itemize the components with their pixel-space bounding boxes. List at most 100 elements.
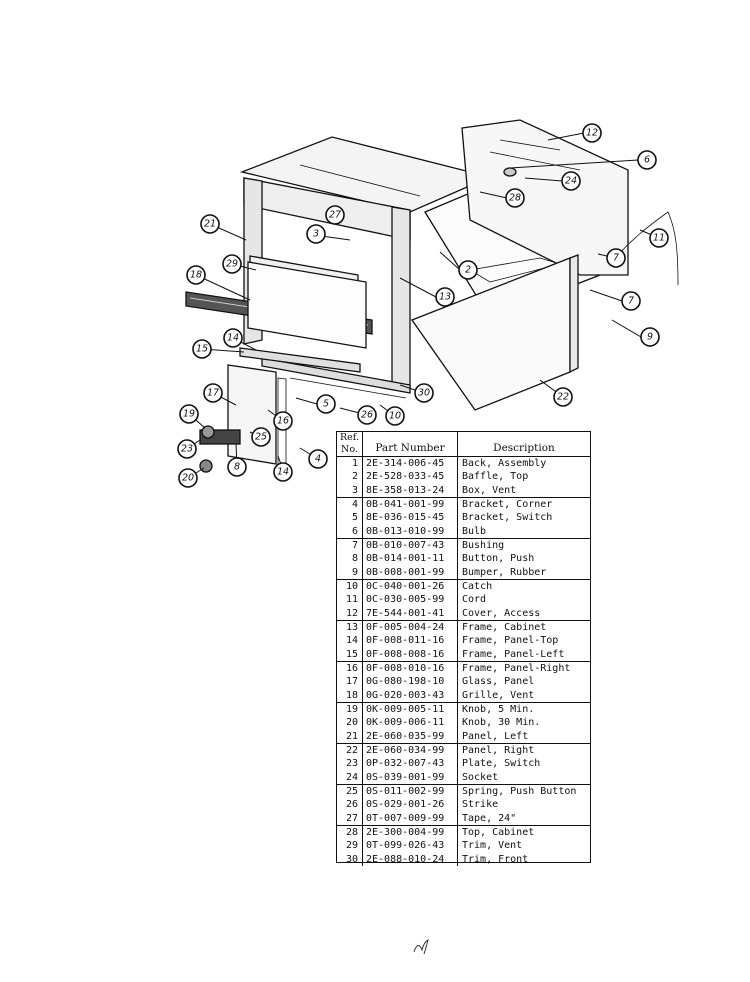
part-number-cell: 0S-011-002-99 (363, 785, 458, 799)
svg-text:15: 15 (196, 344, 208, 355)
callout-28: 28 (505, 188, 525, 208)
part-number-cell: 0C-030-005-99 (363, 593, 458, 607)
callout-24: 24 (561, 171, 581, 191)
part-number-cell: 0F-005-004-24 (363, 621, 458, 635)
part-number-cell: 7E-544-001-41 (363, 606, 458, 620)
part-number-cell: 0K-009-005-11 (363, 703, 458, 717)
part-number-cell: 0G-020-003-43 (363, 688, 458, 702)
svg-text:16: 16 (277, 416, 289, 427)
part-number-cell: 0B-014-001-11 (363, 552, 458, 566)
ref-no-cell: 2 (337, 470, 363, 484)
right-panel-22 (410, 254, 579, 411)
part-number-cell: 8E-036-015-45 (363, 511, 458, 525)
ref-no-cell: 9 (337, 565, 363, 579)
svg-text:14: 14 (277, 467, 289, 478)
callout-27: 27 (325, 205, 345, 225)
ref-no-cell: 29 (337, 839, 363, 853)
knob-20 (199, 459, 213, 473)
ref-no-cell: 10 (337, 580, 363, 594)
bulb-socket-6-24 (503, 167, 517, 177)
callout-4: 4 (308, 449, 328, 469)
description-cell: Back, Assembly (462, 458, 547, 469)
description-cell: Button, Push (462, 553, 535, 565)
svg-text:26: 26 (361, 410, 373, 421)
description-cell: Bumper, Rubber (462, 566, 547, 578)
svg-text:18: 18 (190, 270, 202, 281)
callout-13: 13 (435, 287, 455, 307)
callout-14b: 14 (273, 462, 293, 482)
ref-no-cell: 1 (337, 457, 363, 471)
part-number-cell: 2E-060-035-99 (363, 729, 458, 743)
svg-text:12: 12 (586, 128, 598, 139)
svg-text:25: 25 (255, 432, 267, 443)
description-cell: Trim, Vent (462, 840, 523, 852)
svg-text:2: 2 (465, 265, 471, 276)
access-cover-12 (461, 119, 629, 276)
svg-text:27: 27 (329, 210, 341, 221)
ref-no-cell: 25 (337, 785, 363, 799)
part-number-cell: 0T-099-026-43 (363, 839, 458, 853)
panel-frame-14-15-16 (239, 261, 367, 373)
callout-19: 19 (179, 404, 199, 424)
description-cell: Cord (462, 594, 487, 606)
part-number-cell: 0B-041-001-99 (363, 498, 458, 512)
callout-14a: 14 (223, 328, 243, 348)
ref-no-cell: 13 (337, 621, 363, 635)
ref-no-cell: 24 (337, 770, 363, 784)
description-cell: Bulb (462, 525, 487, 537)
callout-26: 26 (357, 405, 377, 425)
ref-no-cell: 17 (337, 675, 363, 689)
svg-text:6: 6 (644, 155, 650, 166)
callout-16: 16 (273, 411, 293, 431)
callout-18: 18 (186, 265, 206, 285)
ref-header-line2: No. (341, 444, 358, 455)
description-cell: Baffle, Top (462, 471, 529, 483)
ref-no-cell: 15 (337, 647, 363, 661)
ref-no-header: Ref. No. (337, 432, 363, 456)
description-cell: Bushing (462, 540, 505, 551)
part-number-cell: 0T-007-009-99 (363, 811, 458, 825)
ref-no-cell: 12 (337, 606, 363, 620)
description-cell: Frame, Cabinet (462, 622, 547, 633)
callout-20: 20 (178, 468, 198, 488)
description-cell: Frame, Panel-Right (462, 663, 571, 674)
description-cell: Cover, Access (462, 607, 541, 619)
callout-8: 8 (227, 457, 247, 477)
power-cord-11 (611, 211, 679, 286)
part-number-cell: 0P-032-007-43 (363, 757, 458, 771)
svg-text:13: 13 (439, 292, 451, 303)
part-number-cell: 2E-300-004-99 (363, 826, 458, 840)
svg-text:7: 7 (613, 253, 619, 264)
ref-no-cell: 16 (337, 662, 363, 676)
svg-text:7: 7 (628, 296, 634, 307)
part-number-cell: 0C-040-001-26 (363, 580, 458, 594)
ref-no-cell: 18 (337, 688, 363, 702)
description-cell: Catch (462, 581, 493, 592)
part-number-cell: 0S-039-001-99 (363, 770, 458, 784)
